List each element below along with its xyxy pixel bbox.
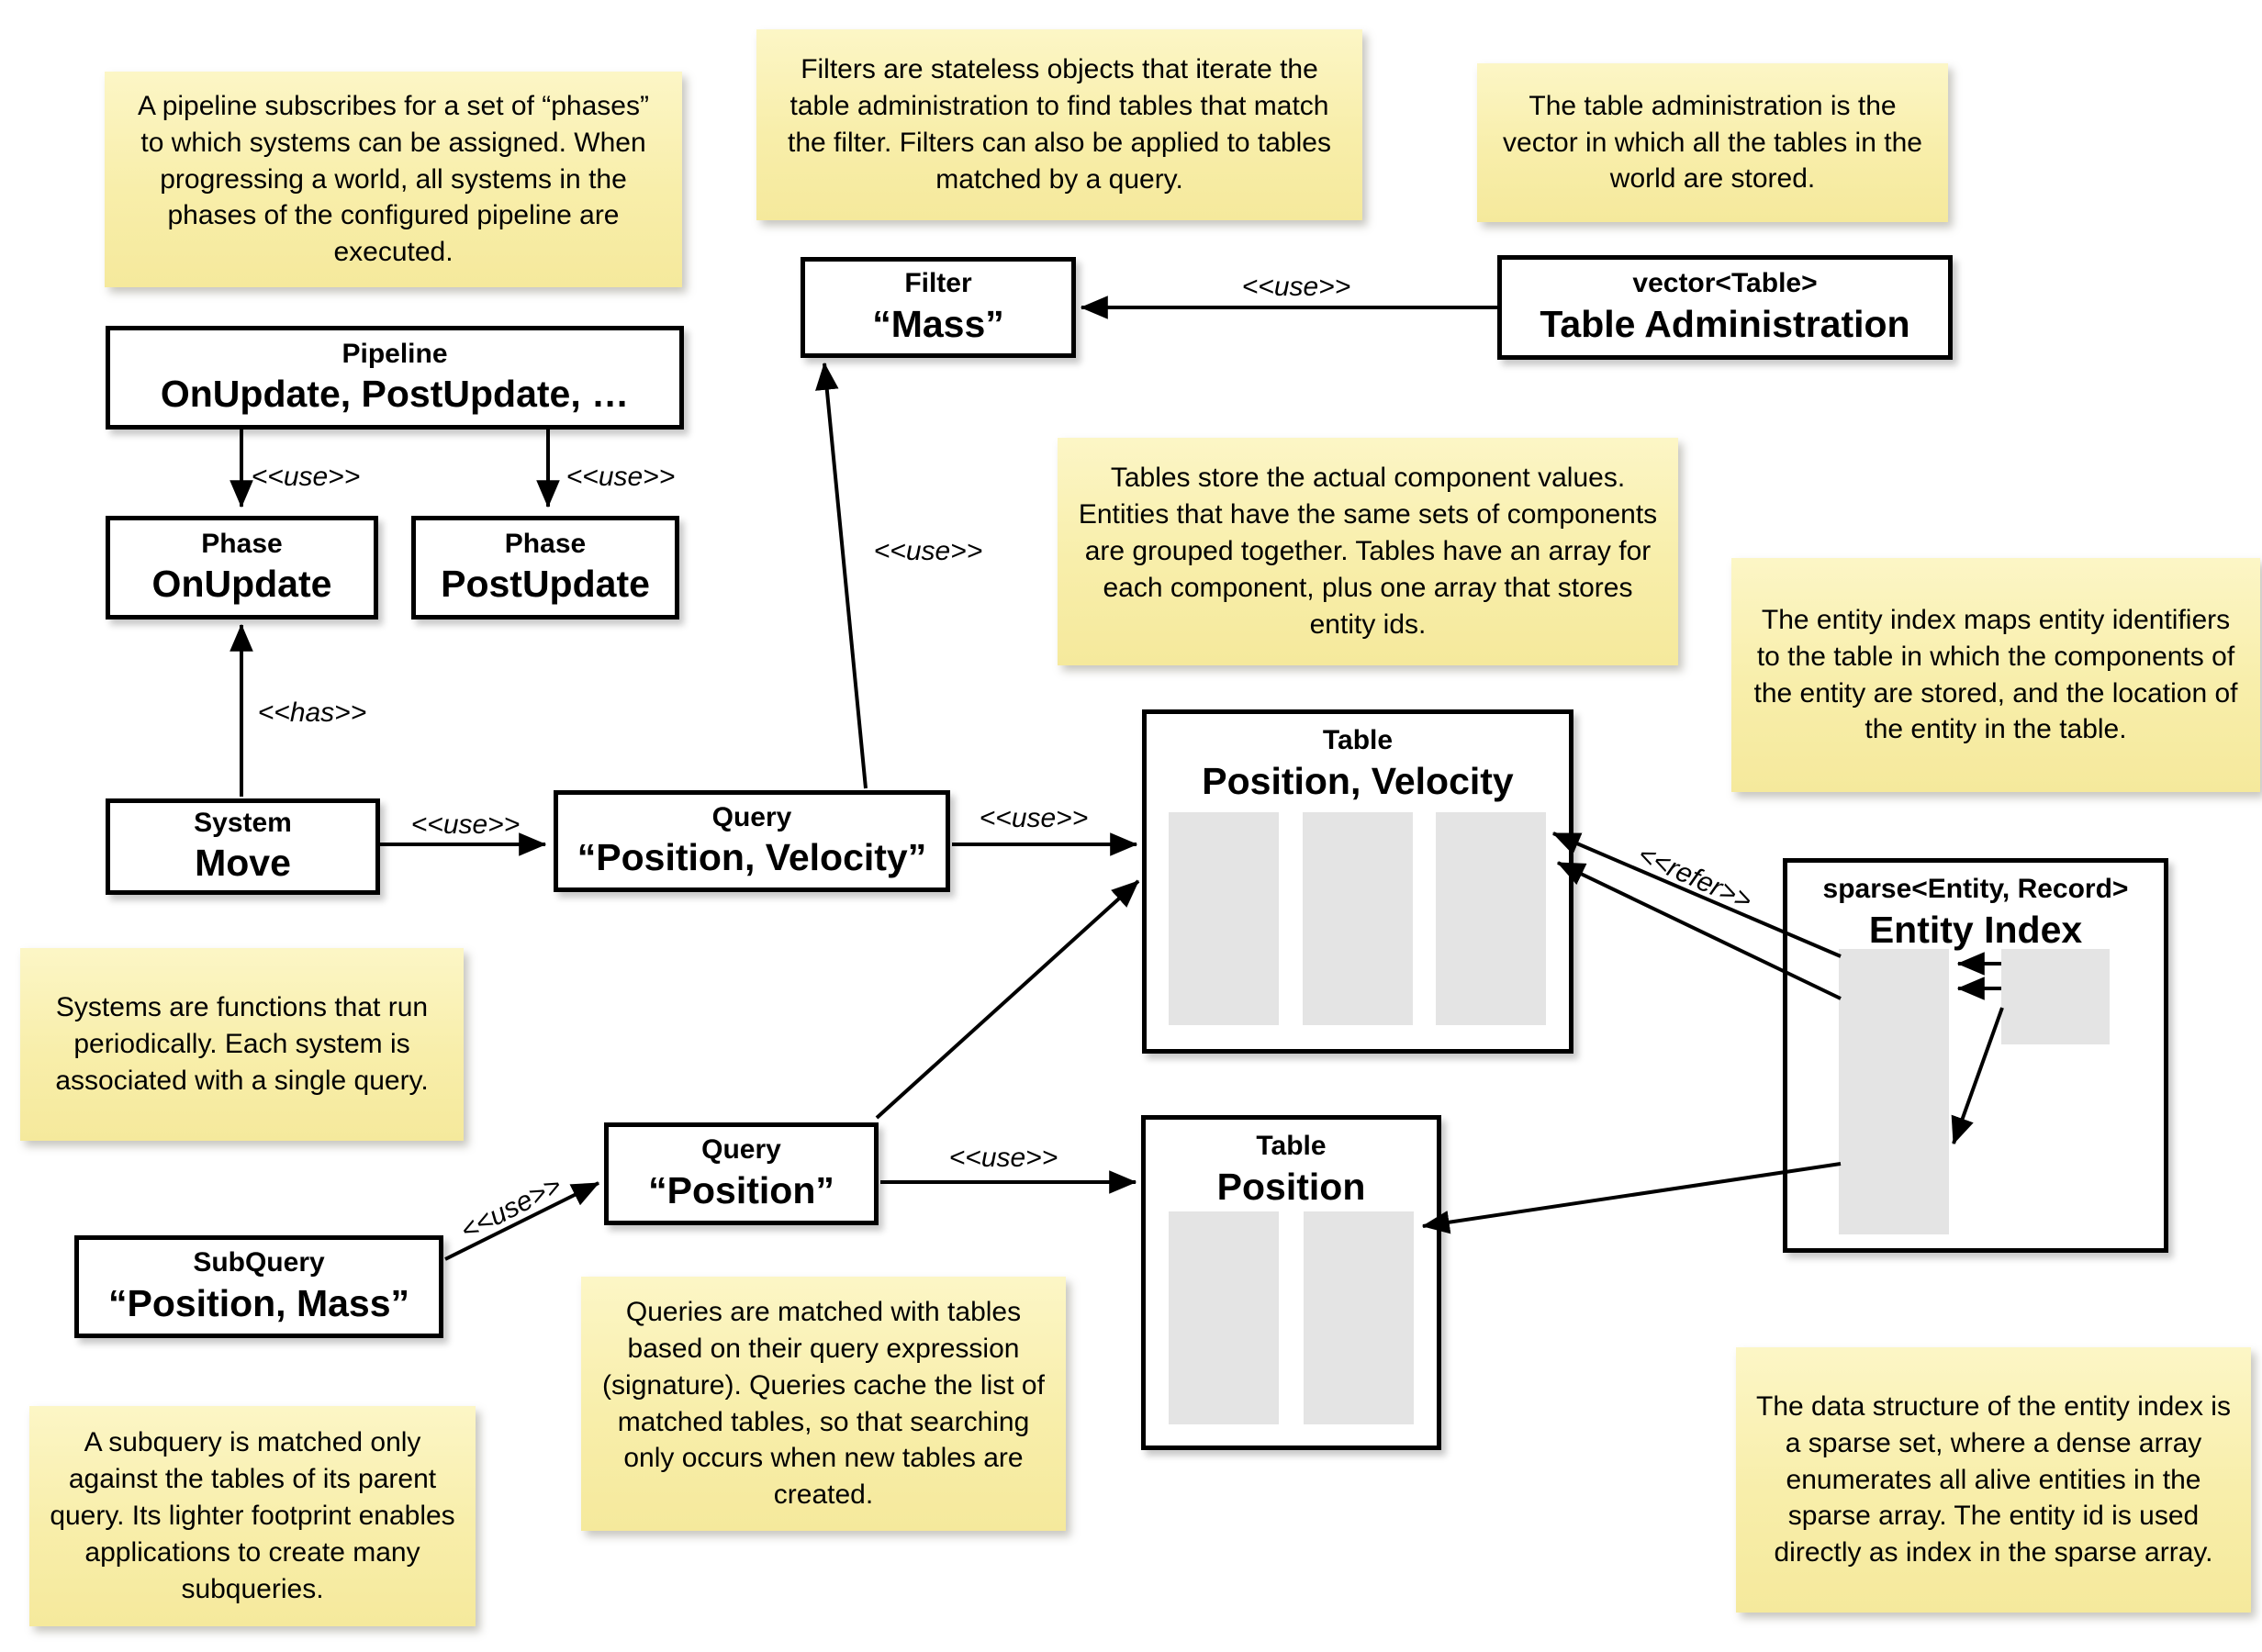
subquery-name: “Position, Mass” (107, 1281, 410, 1324)
note-pipeline-description: A pipeline subscribes for a set of “phas… (105, 72, 682, 287)
table-administration-box: vector<Table> Table Administration (1497, 255, 1953, 360)
table-administration-stereotype: vector<Table> (1632, 268, 1818, 299)
sparse-array-placeholder (1839, 949, 1949, 1234)
table-administration-name: Table Administration (1540, 302, 1910, 345)
table-position-velocity-box: Table Position, Velocity (1142, 709, 1573, 1054)
use-label-pipeline-postupdate: <<use>> (566, 462, 676, 492)
edge-queryp-to-tablepv (875, 879, 1140, 1120)
entity-index-box: sparse<Entity, Record> Entity Index (1783, 858, 2168, 1253)
table-position-stereotype: Table (1256, 1131, 1327, 1161)
note-sparse-set-description: The data structure of the entity index i… (1736, 1347, 2251, 1613)
use-label-subquery-query: <<use>> (455, 1169, 567, 1247)
phase-postupdate-stereotype: Phase (504, 528, 587, 559)
filter-mass-name: “Mass” (872, 302, 1004, 345)
phase-postupdate-box: Phase PostUpdate (411, 516, 679, 620)
query-position-velocity-box: Query “Position, Velocity” (554, 790, 950, 892)
query-position-velocity-name: “Position, Velocity” (577, 836, 927, 879)
use-label-system-query: <<use>> (410, 809, 521, 840)
pipeline-box-stereotype: Pipeline (342, 338, 448, 369)
phase-onupdate-box: Phase OnUpdate (106, 516, 378, 620)
subquery-stereotype: SubQuery (193, 1247, 325, 1278)
system-move-stereotype: System (194, 807, 292, 838)
pipeline-box-name: OnUpdate, PostUpdate, … (160, 373, 630, 416)
note-subquery-description: A subquery is matched only against the t… (29, 1406, 476, 1626)
note-table-administration-description: The table administration is the vector i… (1477, 63, 1948, 222)
system-move-name: Move (195, 842, 291, 885)
subquery-box: SubQuery “Position, Mass” (74, 1235, 443, 1338)
filter-mass-stereotype: Filter (904, 268, 972, 299)
edge-index-refer-tablep (1421, 1162, 1842, 1234)
entity-index-name: Entity Index (1868, 908, 2083, 951)
has-label-system-phase: <<has>> (257, 698, 367, 728)
query-position-name: “Position” (648, 1168, 834, 1211)
entity-id-array-placeholder (1436, 812, 1546, 1025)
refer-label-entity-index: <<refer>> (1633, 839, 1757, 917)
note-filters-description: Filters are stateless objects that itera… (756, 29, 1362, 220)
use-label-admin-filter: <<use>> (1241, 272, 1351, 302)
entity-index-stereotype: sparse<Entity, Record> (1822, 874, 2129, 904)
component-array-placeholder (1169, 812, 1279, 1025)
component-array-placeholder (1303, 812, 1413, 1025)
phase-onupdate-stereotype: Phase (201, 528, 283, 559)
note-systems-description: Systems are functions that run periodica… (20, 948, 464, 1141)
component-array-placeholder (1169, 1211, 1279, 1424)
note-entity-index-description: The entity index maps entity identifiers… (1731, 558, 2260, 792)
phase-postupdate-name: PostUpdate (441, 563, 650, 606)
edge-query-to-filter (815, 362, 868, 789)
table-position-name: Position (1216, 1165, 1366, 1208)
filter-mass-box: Filter “Mass” (801, 257, 1076, 358)
table-position-velocity-stereotype: Table (1322, 725, 1394, 755)
use-label-queryp-table: <<use>> (948, 1143, 1058, 1173)
query-position-velocity-stereotype: Query (711, 801, 792, 832)
pipeline-box: Pipeline OnUpdate, PostUpdate, … (106, 326, 684, 430)
note-queries-description: Queries are matched with tables based on… (581, 1277, 1066, 1531)
use-label-pipeline-onupdate: <<use>> (251, 462, 361, 492)
entity-id-array-placeholder (1304, 1211, 1414, 1424)
query-position-box: Query “Position” (604, 1122, 879, 1225)
use-label-query-filter: <<use>> (873, 536, 983, 566)
table-position-velocity-name: Position, Velocity (1202, 759, 1514, 802)
table-position-box: Table Position (1141, 1115, 1441, 1450)
note-tables-description: Tables store the actual component values… (1058, 438, 1678, 665)
query-position-stereotype: Query (701, 1134, 781, 1166)
phase-onupdate-name: OnUpdate (151, 563, 332, 606)
dense-array-placeholder (2001, 949, 2110, 1044)
use-label-querypv-table: <<use>> (979, 803, 1089, 833)
system-move-box: System Move (106, 798, 380, 895)
